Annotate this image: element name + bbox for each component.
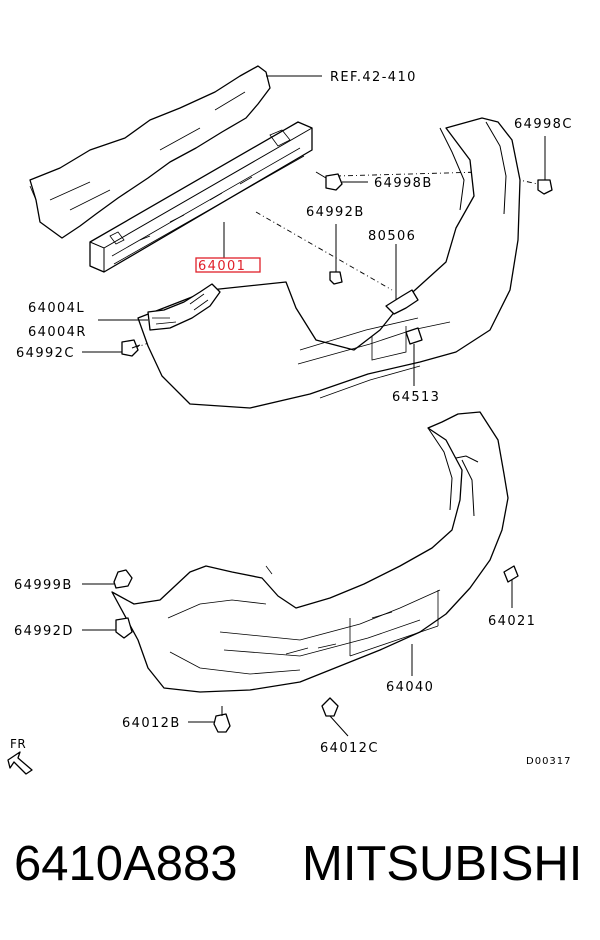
clip-64999B	[113, 569, 133, 589]
callout-64004R: 64004R	[28, 325, 87, 340]
callout-64004L: 64004L	[28, 301, 85, 316]
footer: 6410A883 MITSUBISHI	[0, 832, 600, 912]
fastener-64012B	[213, 706, 231, 733]
rear-bumper-cover	[111, 411, 509, 693]
bracket-80506	[385, 244, 419, 315]
bumper-reinforcement-beam	[89, 121, 313, 273]
callout-64992C: 64992C	[16, 346, 75, 361]
callout-64999B: 64999B	[14, 578, 73, 593]
part-number: 6410A883	[14, 837, 238, 891]
exploded-parts-diagram: REF.42-410 64001 64004L 64004R 64992C	[7, 65, 573, 775]
front-direction-arrow-icon	[7, 751, 33, 775]
callout-64513: 64513	[392, 390, 440, 405]
callout-64998B: 64998B	[374, 176, 433, 191]
side-bracket	[147, 283, 221, 331]
screw-64992C	[121, 339, 141, 357]
diagram-code: D00317	[526, 756, 572, 767]
callout-64021: 64021	[488, 614, 536, 629]
callout-64012C: 64012C	[320, 741, 379, 756]
nut-64513	[405, 327, 423, 386]
ref-label: REF.42-410	[330, 70, 417, 85]
reflector-64021	[503, 565, 519, 608]
bumper-cover-upper-view	[137, 117, 521, 409]
callout-80506: 80506	[368, 229, 416, 244]
bolt-64998B	[315, 171, 343, 191]
direction-label: FR	[10, 737, 26, 751]
callout-64012B: 64012B	[122, 716, 181, 731]
callout-64992D: 64992D	[14, 624, 74, 639]
fastener-64012C	[321, 697, 349, 737]
bolt-64998C	[537, 136, 553, 195]
callout-64992B: 64992B	[306, 205, 365, 220]
callout-64001: 64001	[198, 259, 246, 274]
body-panel-reference	[29, 65, 271, 239]
highlight-box-64001	[195, 257, 261, 273]
callout-64040: 64040	[386, 680, 434, 695]
clip-64992B	[329, 224, 343, 285]
brand-name: MITSUBISHI	[302, 837, 583, 891]
callout-64998C: 64998C	[514, 117, 573, 132]
